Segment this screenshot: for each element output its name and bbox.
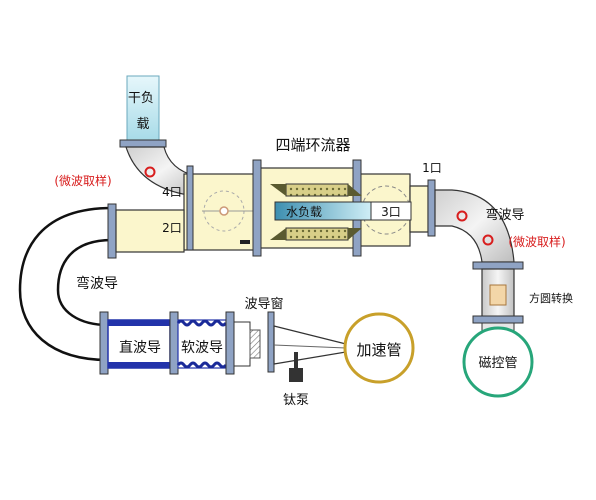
ferrite-top	[285, 183, 349, 197]
waveguide-window-label: 波导窗	[244, 296, 283, 312]
water-load: 水负载 3口	[274, 201, 412, 221]
square-round-label: 方圆转换	[529, 291, 573, 305]
soft-waveguide	[176, 311, 235, 375]
sampling-label-right: (微波取样)	[508, 234, 565, 249]
port3-label: 3口	[381, 205, 401, 219]
sampling-point-bend	[456, 210, 468, 222]
bend-waveguide-right	[434, 189, 524, 270]
waveguide-window	[233, 311, 275, 373]
bend-waveguide-left-arc	[18, 206, 113, 362]
port1-label: 1口	[422, 161, 442, 175]
sampling-point-left	[144, 166, 156, 178]
magnetron-label: 磁控管	[478, 356, 517, 371]
accelerator-tube	[343, 312, 415, 384]
bend-waveguide-left-label: 弯波导	[76, 275, 118, 292]
straight-waveguide	[99, 311, 179, 375]
titanium-pump	[289, 352, 303, 382]
port1-flange	[427, 179, 436, 237]
square-round-transition	[472, 268, 524, 336]
soft-waveguide-label: 软波导	[181, 340, 223, 356]
dry-load-label-line2: 载	[136, 117, 149, 132]
ferrite-bottom	[285, 227, 349, 241]
magnetron	[462, 326, 534, 398]
bend-waveguide-top-label: 弯波导	[485, 207, 524, 223]
circulator-label: 四端环流器	[275, 136, 350, 154]
straight-waveguide-label: 直波导	[119, 339, 161, 356]
water-load-label: 水负载	[286, 205, 322, 219]
port2-label: 2口	[162, 221, 182, 235]
sampling-label-left: (微波取样)	[54, 173, 111, 188]
bend-waveguide-left-inner-arc	[56, 238, 113, 327]
dry-load-label-line1: 干负	[128, 91, 154, 106]
titanium-pump-label: 钛泵	[283, 393, 309, 408]
port2-branch	[107, 203, 185, 259]
sampling-point-right	[482, 234, 494, 246]
dry-load-label: 干负 载	[128, 91, 158, 132]
accelerator-tube-label: 加速管	[356, 341, 401, 359]
dry-load: 干负 载	[119, 75, 167, 148]
port4-label: 4口	[162, 185, 182, 199]
dry-load-flange	[119, 139, 167, 148]
